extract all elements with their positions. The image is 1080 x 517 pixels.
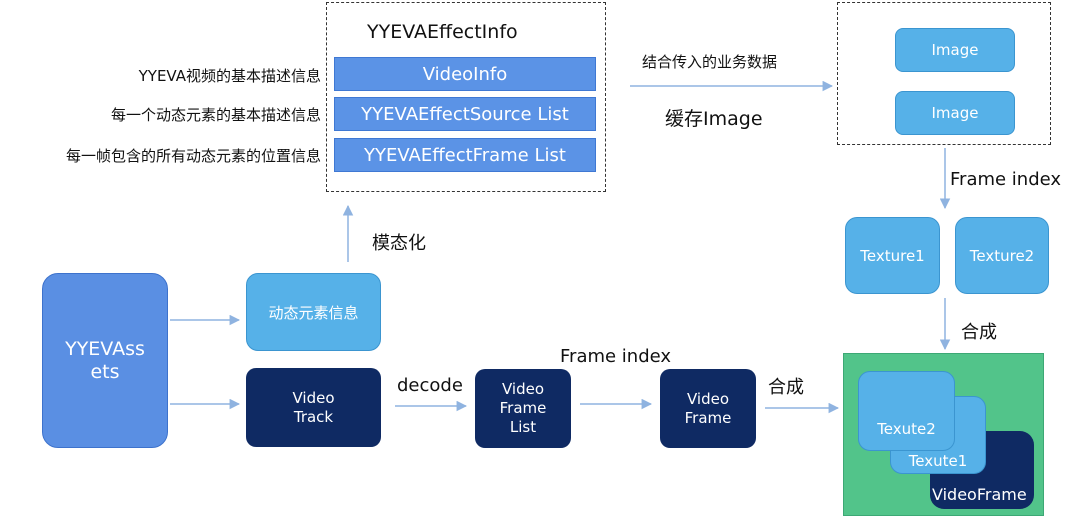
effect-info-title: YYEVAEffectInfo: [367, 21, 518, 43]
desc-source-list: 每一个动态元素的基本描述信息: [110, 106, 321, 124]
video-track-box: Video Track: [246, 368, 381, 447]
label-cache-image: 缓存Image: [665, 108, 763, 130]
label-business-data: 结合传入的业务数据: [642, 53, 778, 71]
label-frame-index-top: Frame index: [950, 169, 1062, 190]
label-modelize: 模态化: [372, 233, 426, 254]
texture-1-box: Texture1: [845, 217, 940, 294]
dynamic-element-info-box: 动态元素信息: [246, 273, 381, 351]
desc-videoinfo: YYEVA视频的基本描述信息: [138, 67, 321, 85]
label-composite-top: 合成: [961, 322, 997, 343]
effect-info-row-source-list: YYEVAEffectSource List: [334, 97, 596, 131]
video-frame-list-box: Video Frame List: [475, 369, 571, 448]
output-texture2-label: Texute2: [877, 420, 936, 438]
label-composite-bottom: 合成: [768, 377, 804, 398]
image-cache-item: Image: [895, 28, 1015, 72]
effect-info-row-frame-list: YYEVAEffectFrame List: [334, 138, 596, 172]
image-cache-item: Image: [895, 91, 1015, 135]
yyeva-assets-box: YYEVAss ets: [42, 273, 168, 448]
output-texture1-label: Texute1: [908, 452, 968, 470]
effect-info-row-videoinfo: VideoInfo: [334, 57, 596, 91]
output-texture2-box: Texute2: [858, 371, 955, 451]
output-videoframe-label: VideoFrame: [932, 485, 1027, 504]
label-decode: decode: [397, 375, 463, 396]
texture-2-box: Texture2: [955, 217, 1049, 294]
video-frame-box: Video Frame: [660, 369, 756, 448]
label-frame-index-bottom: Frame index: [560, 346, 672, 367]
desc-frame-list: 每一帧包含的所有动态元素的位置信息: [65, 147, 321, 165]
